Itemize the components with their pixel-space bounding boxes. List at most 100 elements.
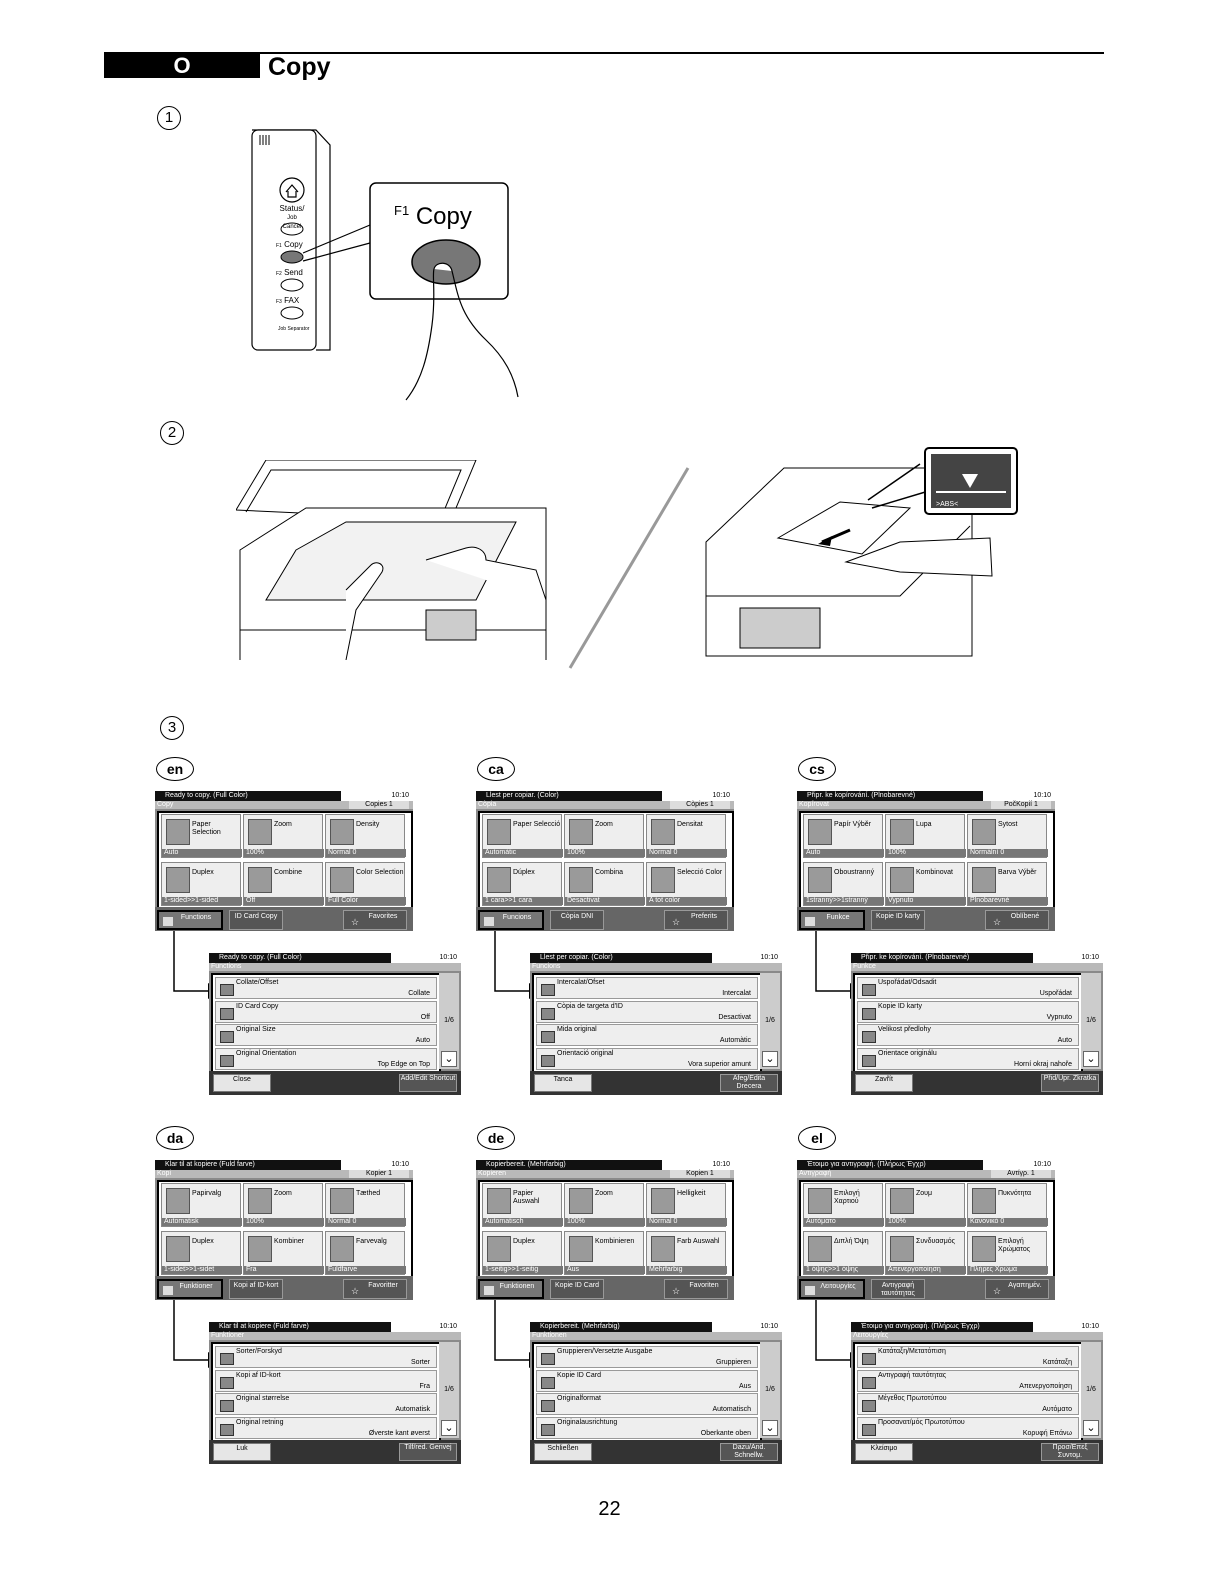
close-button[interactable]: Close	[213, 1074, 271, 1092]
add-edit-shortcut-button[interactable]: Add/Edit Shortcut	[399, 1074, 457, 1092]
close-button[interactable]: Schließen	[534, 1443, 592, 1461]
add-edit-shortcut-button[interactable]: Afeg/Edita Drecera	[720, 1074, 778, 1092]
favorites-button[interactable]: ☆Favoriten	[664, 1279, 728, 1299]
functions-button[interactable]: Funcions	[478, 910, 544, 930]
function-label: Helligkeit	[677, 1190, 706, 1197]
add-edit-shortcut-button[interactable]: Προσ/Επεξ Συντομ.	[1041, 1443, 1099, 1461]
favorites-button[interactable]: ☆Favorites	[343, 910, 407, 930]
chevron-down-icon[interactable]: ⌄	[1083, 1420, 1099, 1436]
bottom-bar: Λειτουργίες Αντιγραφή ταυτότητας ☆Αγαπημέν…	[797, 1276, 1055, 1300]
close-button[interactable]: Tanca	[534, 1074, 592, 1092]
functions-button[interactable]: Functions	[157, 910, 223, 930]
id-card-copy-button[interactable]: ID Card Copy	[229, 910, 283, 930]
id-card-copy-button[interactable]: Còpia DNI	[550, 910, 604, 930]
close-button[interactable]: Zavřít	[855, 1074, 913, 1092]
favorites-button[interactable]: ☆Favoritter	[343, 1279, 407, 1299]
close-button[interactable]: Κλείσιμο	[855, 1443, 913, 1461]
functions-button[interactable]: Funktionen	[478, 1279, 544, 1299]
id-card-copy-button[interactable]: Kopi af ID-kort	[229, 1279, 283, 1299]
id-card-copy-button[interactable]: Αντιγραφή ταυτότητας	[871, 1279, 925, 1299]
add-edit-shortcut-button[interactable]: Přid/Upr. Zkratka	[1041, 1074, 1099, 1092]
favorites-button[interactable]: ☆Preferits	[664, 910, 728, 930]
favorites-button[interactable]: ☆Oblíbené	[985, 910, 1049, 930]
id-card-copy-button[interactable]: Kopie ID Card	[550, 1279, 604, 1299]
chevron-down-icon[interactable]: ⌄	[762, 1051, 778, 1067]
chevron-down-icon[interactable]: ⌄	[762, 1420, 778, 1436]
chevron-down-icon[interactable]: ⌄	[1083, 1051, 1099, 1067]
item-value: Κορυφή Επάνω	[1022, 1429, 1072, 1437]
function-value: 1-sidet>>1-sidet	[162, 1266, 242, 1274]
chevron-down-icon[interactable]: ⌄	[441, 1420, 457, 1436]
add-edit-shortcut-button[interactable]: Tilf/red. Genvej	[399, 1443, 457, 1461]
add-edit-shortcut-button[interactable]: Dazu/And. Schnellw.	[720, 1443, 778, 1461]
functions-button[interactable]: Λειτουργίες	[799, 1279, 865, 1299]
favorites-button[interactable]: ☆Αγαπημέν.	[985, 1279, 1049, 1299]
functions-button[interactable]: Funktioner	[157, 1279, 223, 1299]
functions-button[interactable]: Funkce	[799, 910, 865, 930]
chevron-down-icon[interactable]: ⌄	[441, 1051, 457, 1067]
id-card-copy-button[interactable]: Kopie ID karty	[871, 910, 925, 930]
close-button[interactable]: Luk	[213, 1443, 271, 1461]
